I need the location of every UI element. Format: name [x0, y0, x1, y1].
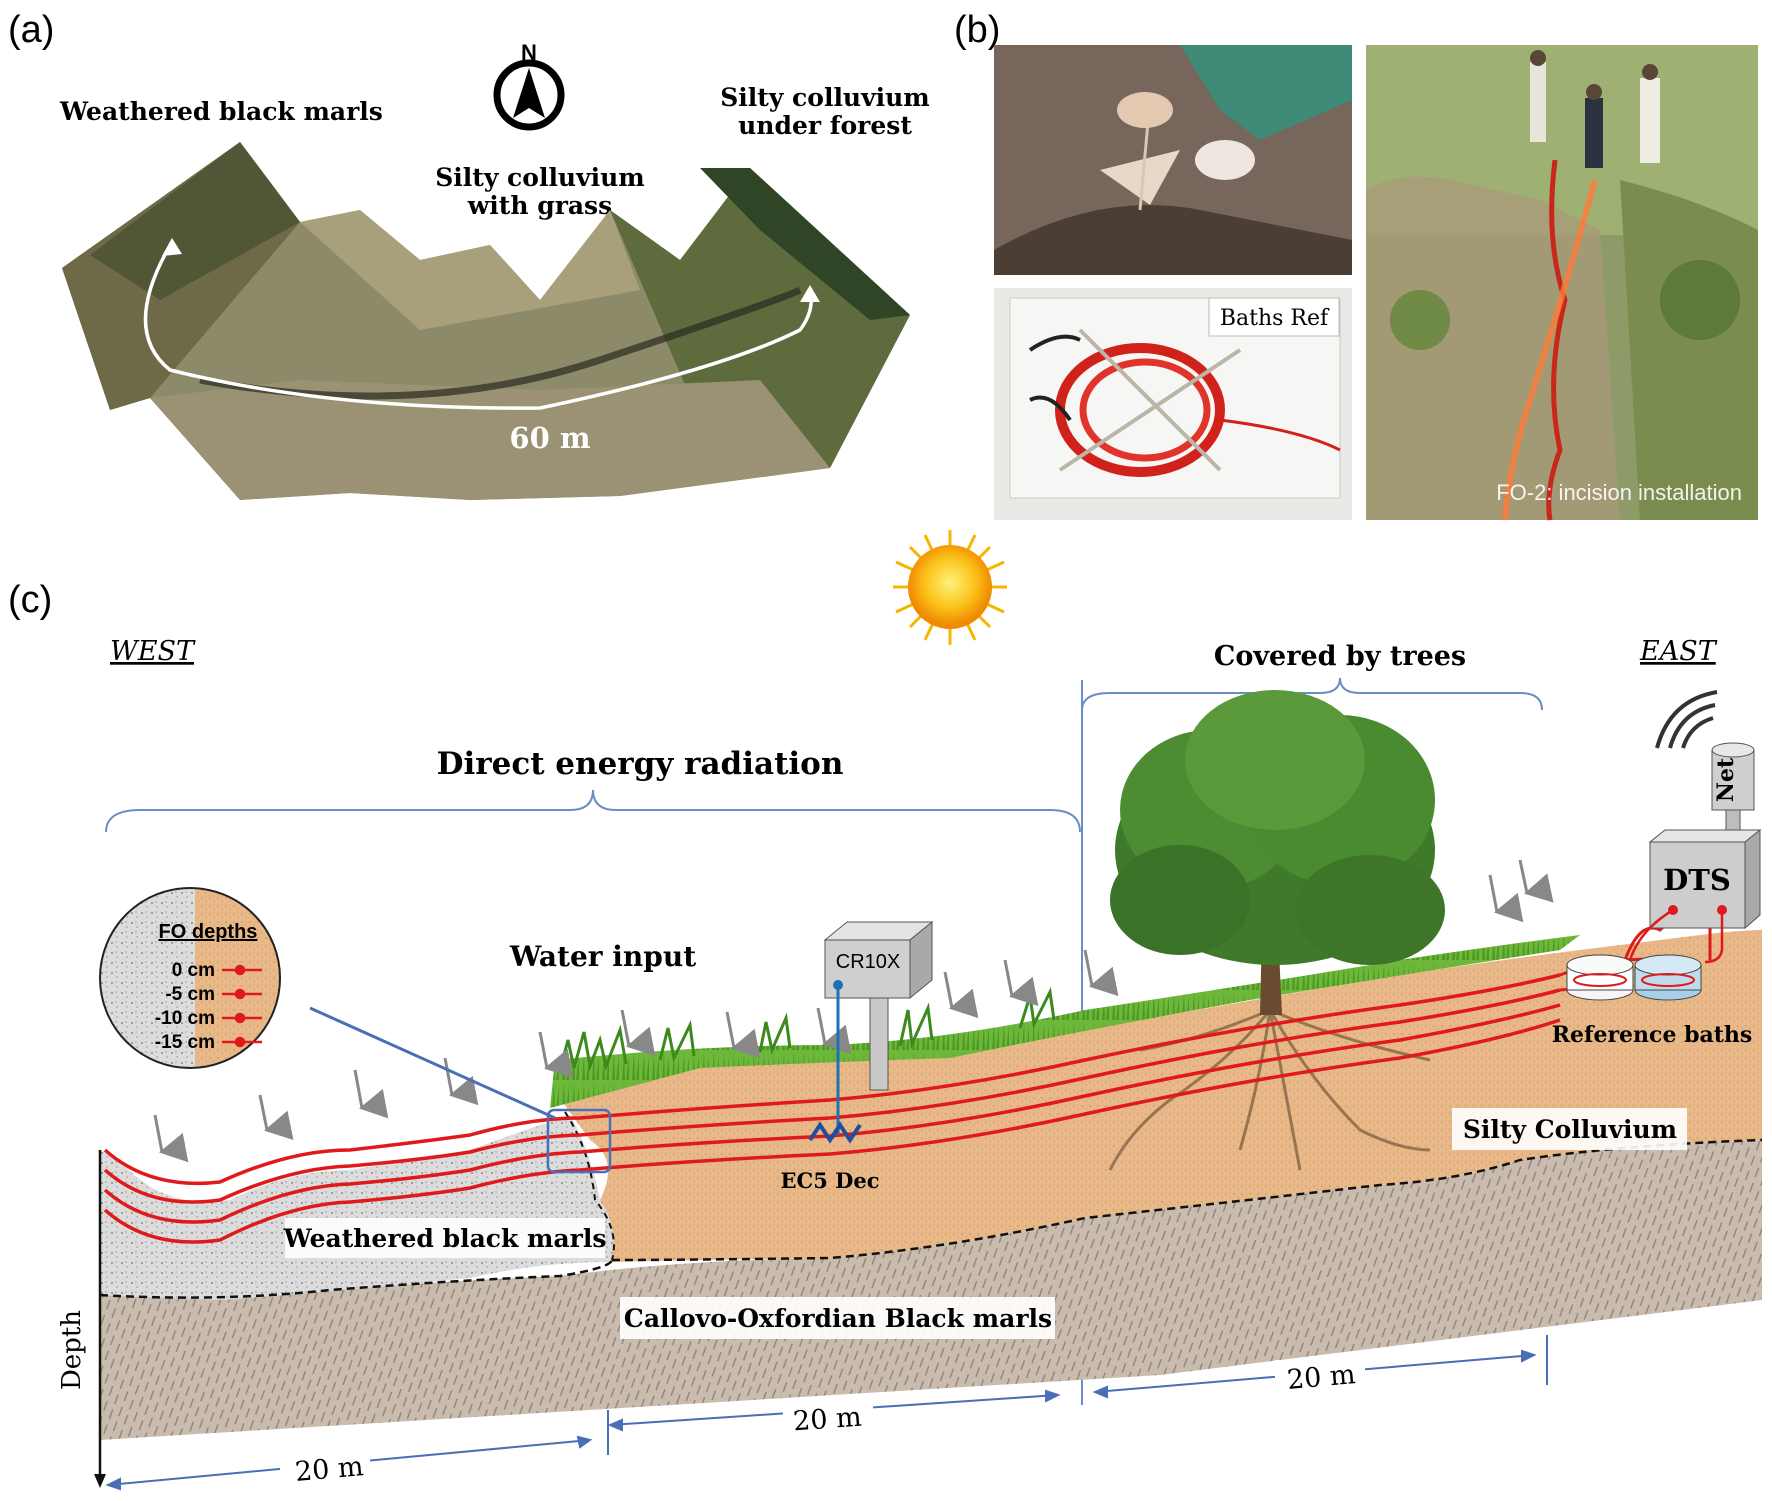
- panel-label-c: (c): [8, 579, 52, 621]
- reference-bath-icon-1: [1566, 954, 1634, 1001]
- label-water-input: Water input: [509, 940, 696, 973]
- photo-incision-installation: FO-2: incision installation: [1366, 45, 1758, 521]
- panel-label-b: (b): [954, 9, 1000, 51]
- label-ec5: EC5 Dec: [780, 1168, 879, 1193]
- box-dist-1: [280, 1452, 370, 1484]
- label-net: Net: [1713, 757, 1739, 802]
- bedrock-layer: [100, 1140, 1762, 1440]
- north-compass-icon: N: [493, 40, 565, 131]
- box-weathered-marls: [285, 1218, 605, 1258]
- boundary-marls: [99, 1259, 614, 1299]
- inset-pointer-line: [309, 1006, 556, 1120]
- boundary-colluvium: [611, 1138, 1763, 1262]
- label-dist-1: 20 m: [294, 1451, 365, 1488]
- sun-icon: [893, 530, 1007, 645]
- brace-direct-energy: [105, 789, 1081, 833]
- transect-arrow-left-icon: [162, 238, 182, 256]
- label-depth: Depth: [57, 1310, 87, 1390]
- label-layer-weathered-marls: Weathered black marls: [283, 1224, 607, 1253]
- label-dts: DTS: [1663, 863, 1731, 897]
- label-silty-forest-1: Silty colluvium: [720, 83, 930, 112]
- box-dist-3: [1275, 1360, 1365, 1392]
- caption-incision: FO-2: incision installation: [1496, 480, 1742, 505]
- cr10x-logger-icon: CR10X: [808, 920, 934, 1144]
- svg-text:N: N: [521, 40, 537, 65]
- reference-bath-icon-2: [1634, 954, 1702, 1001]
- fo-depth-15: -15 cm: [155, 1032, 215, 1053]
- fo-depth-5: -5 cm: [165, 984, 215, 1005]
- net-antenna-icon: Net: [1711, 742, 1755, 843]
- grass-blades: [558, 987, 1056, 1072]
- fo-cables: [103, 973, 1561, 1244]
- label-weathered-marls: Weathered black marls: [59, 97, 383, 126]
- grass-band: [550, 935, 1580, 1108]
- label-layer-silty-colluvium: Silty Colluvium: [1463, 1115, 1677, 1144]
- label-layer-callovo: Callovo-Oxfordian Black marls: [624, 1304, 1052, 1333]
- brace-trees: [1081, 677, 1543, 711]
- label-dist-3: 20 m: [1286, 1359, 1357, 1396]
- inset-zoom-box: [546, 1108, 612, 1174]
- panel-label-a: (a): [8, 9, 54, 51]
- label-reference-baths: Reference baths: [1552, 1022, 1753, 1048]
- fo-depths-inset: FO depths 0 cm -5 cm -10 cm -15 cm: [99, 887, 281, 1069]
- water-input-arrows: [153, 859, 1554, 1163]
- label-silty-grass-2: with grass: [467, 191, 612, 220]
- label-west: WEST: [110, 636, 196, 667]
- transect-arrow-right-icon: [800, 285, 820, 302]
- network-signal-icon: [1655, 690, 1718, 749]
- box-dist-2: [783, 1400, 873, 1432]
- label-covered-by-trees: Covered by trees: [1214, 641, 1466, 672]
- fo-depth-10: -10 cm: [155, 1008, 215, 1029]
- label-silty-grass-1: Silty colluvium: [435, 163, 645, 192]
- tree-icon: [1110, 690, 1445, 1015]
- panorama-photo: [62, 142, 910, 500]
- fo-depths-title: FO depths: [159, 921, 258, 943]
- weathered-marls-layer: [100, 1115, 614, 1300]
- transect-path-line: [143, 241, 813, 410]
- dts-unit-icon: DTS: [1628, 828, 1762, 964]
- photo-reference-baths: Baths Ref: [994, 288, 1352, 520]
- label-cr10x: CR10X: [836, 951, 900, 973]
- label-direct-energy: Direct energy radiation: [437, 746, 844, 782]
- depth-arrow-icon: [94, 1474, 106, 1488]
- box-callovo: [620, 1297, 1055, 1339]
- fo-depth-0: 0 cm: [172, 960, 215, 981]
- label-dist-2: 20 m: [792, 1402, 863, 1438]
- box-silty-colluvium: [1452, 1108, 1687, 1150]
- photo-soil-probe: [994, 45, 1352, 275]
- label-east: EAST: [1639, 636, 1718, 667]
- label-silty-forest-2: under forest: [738, 111, 912, 140]
- label-60m: 60 m: [509, 421, 590, 455]
- caption-baths-ref: Baths Ref: [1220, 306, 1330, 331]
